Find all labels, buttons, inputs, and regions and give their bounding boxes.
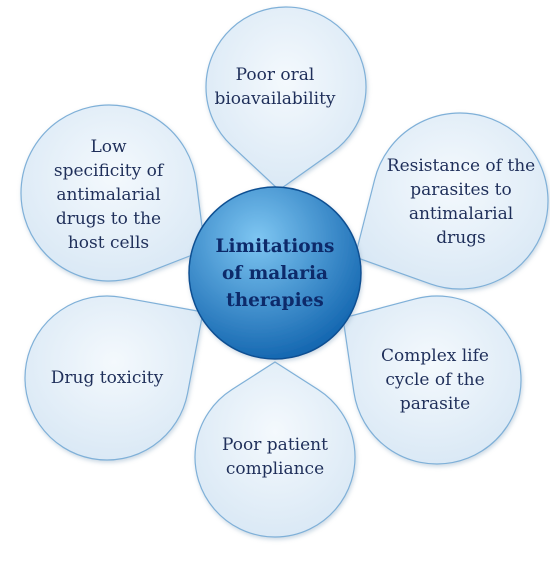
petal-low-specificity [20,104,206,282]
center-circle [188,186,362,360]
petal-label-resistance-of-parasites: Resistance of the parasites to antimalar… [386,156,536,248]
petal-poor-patient-compliance [194,361,356,538]
petal-label-drug-toxicity: Drug toxicity [50,368,164,388]
petal-resistance-of-parasites [354,112,549,290]
petal-complex-life-cycle [342,295,522,465]
petal-label-low-specificity: Low specificity of antimalarial drugs to… [53,136,164,253]
petal-layer [20,6,549,538]
petal-drug-toxicity [24,295,204,461]
petal-label-poor-patient-compliance: Poor patient compliance [222,435,328,479]
petal-label-poor-oral-bioavailability: Poor oral bioavailability [214,65,336,109]
petal-poor-oral-bioavailability [205,6,367,191]
petal-label-complex-life-cycle: Complex life cycle of the parasite [381,346,489,414]
center-label: Limitations of malaria therapies [215,235,335,311]
